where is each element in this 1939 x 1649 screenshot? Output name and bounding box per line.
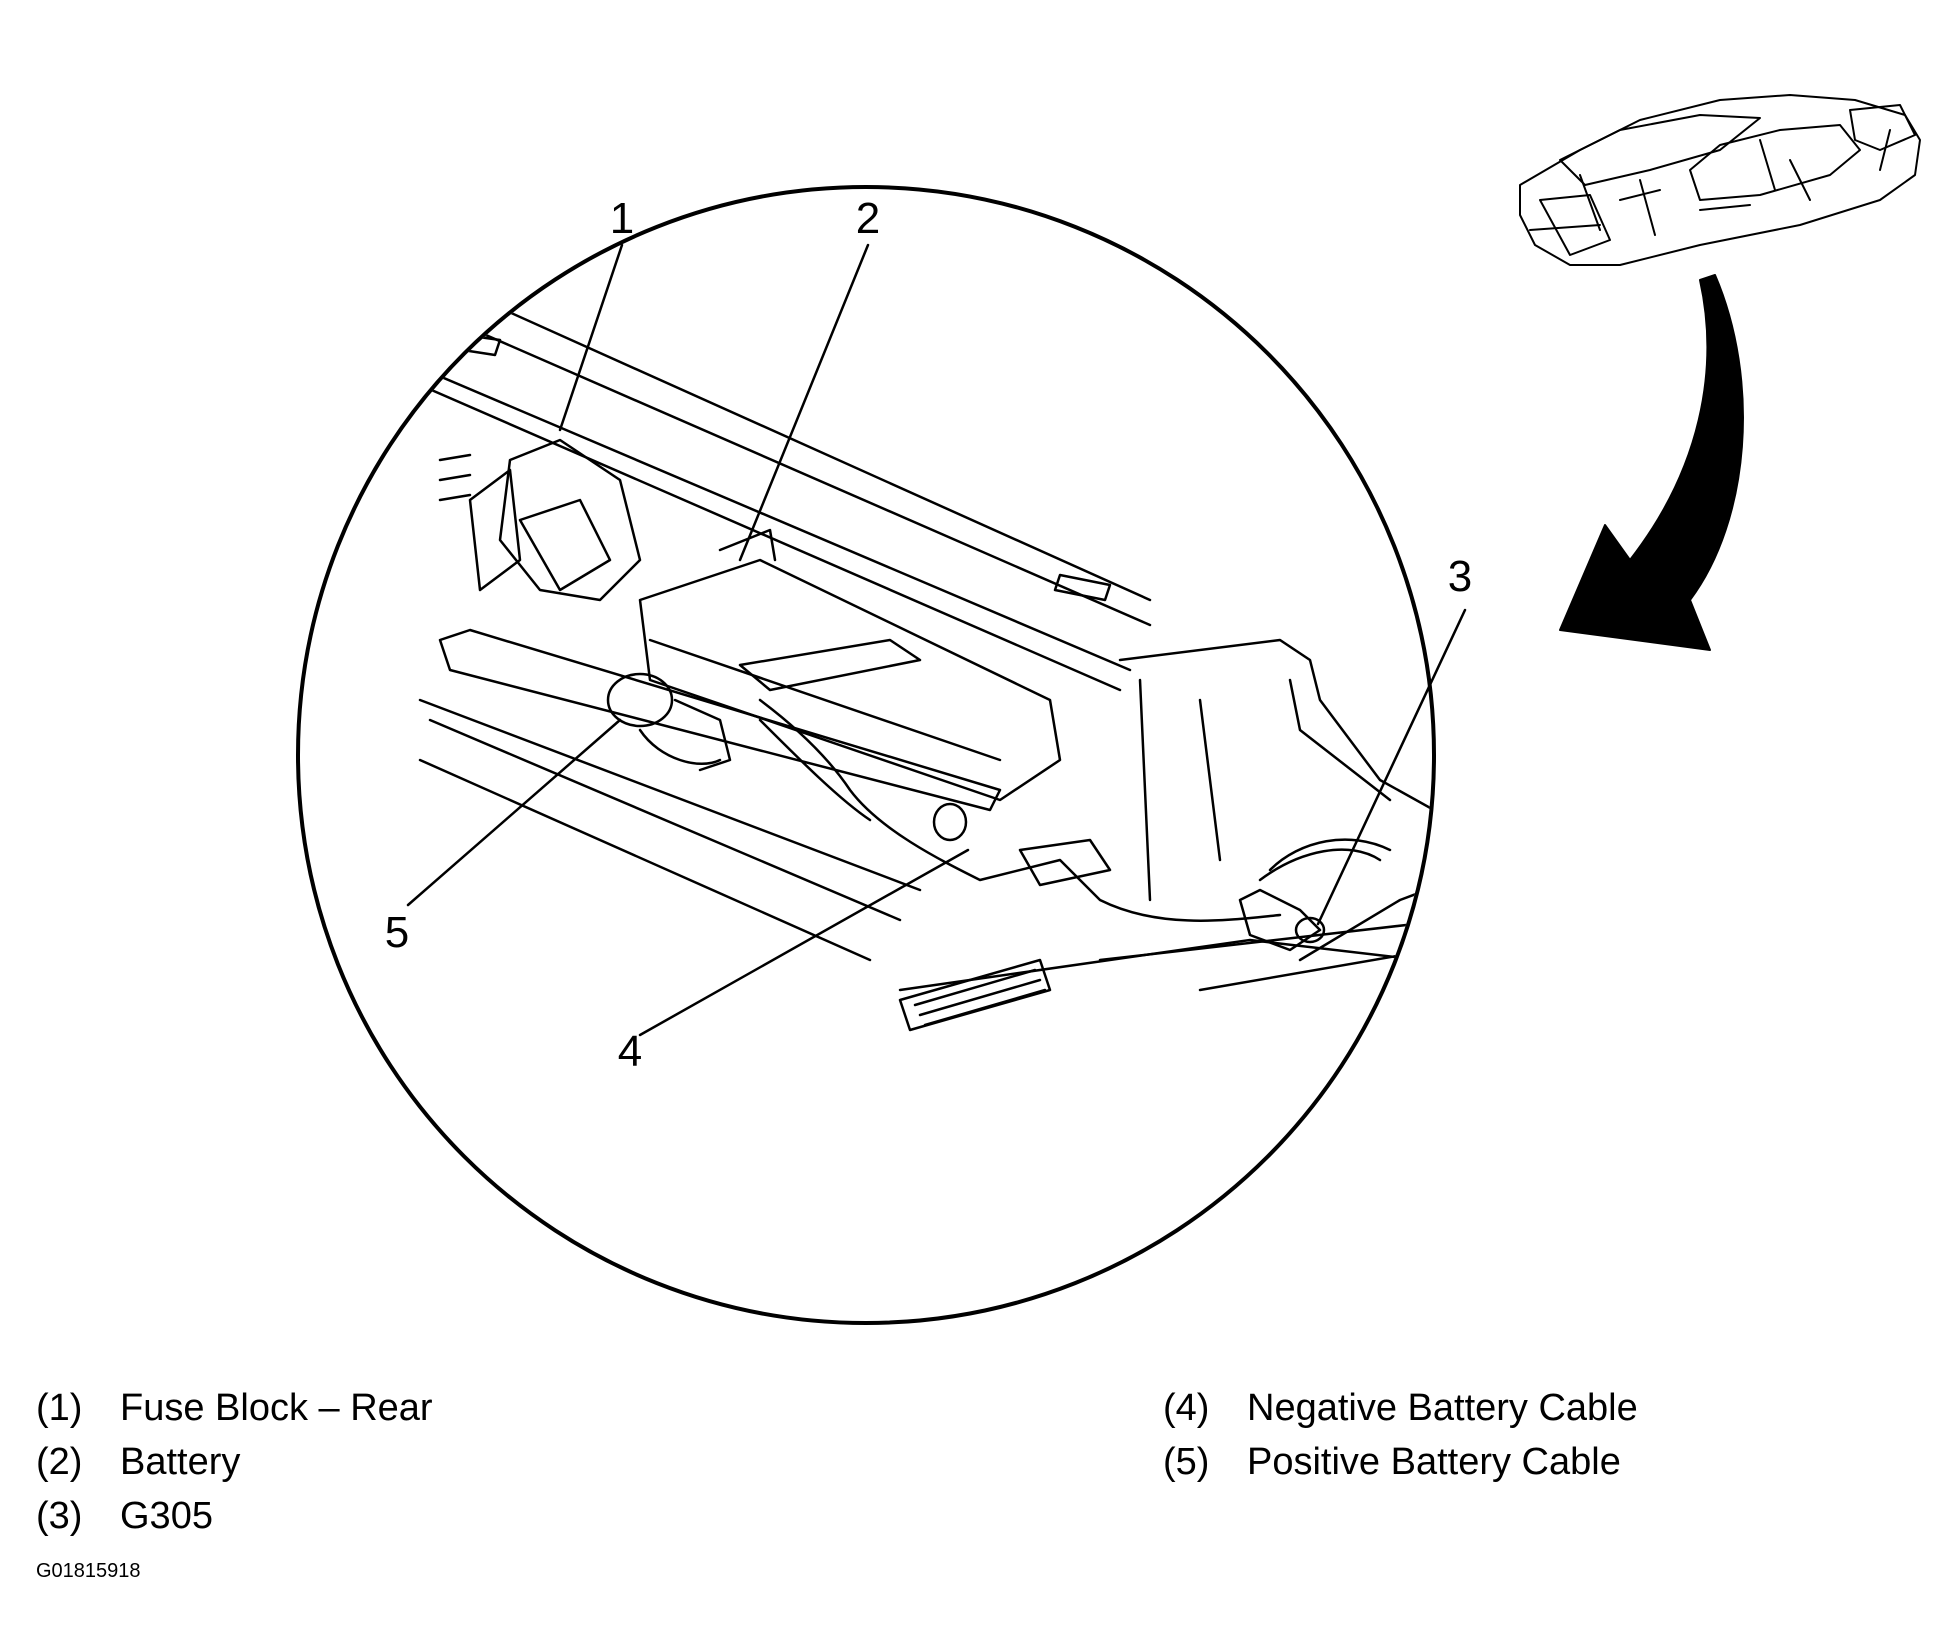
legend-item-3: (3) G305: [36, 1496, 213, 1536]
callout-3: 3: [1448, 552, 1472, 601]
detail-circle: [296, 185, 1436, 1325]
legend-num: (5): [1163, 1441, 1210, 1483]
legend-item-5: (5) Positive Battery Cable: [1163, 1442, 1621, 1482]
leader-lines: [406, 243, 1467, 1037]
legend-label: Fuse Block – Rear: [120, 1387, 433, 1429]
callout-1: 1: [610, 194, 634, 243]
legend-item-2: (2) Battery: [36, 1442, 240, 1482]
legend-label: G305: [120, 1495, 213, 1537]
pointer-arrow: [1559, 274, 1744, 651]
legend-label: Negative Battery Cable: [1247, 1387, 1638, 1429]
legend-label: Positive Battery Cable: [1247, 1441, 1621, 1483]
legend-num: (2): [36, 1441, 83, 1483]
vehicle-body-icon: [1519, 94, 1921, 266]
legend-num: (4): [1163, 1387, 1210, 1429]
legend-num: (1): [36, 1387, 83, 1429]
legend-num: (3): [36, 1495, 83, 1537]
leader-2: [738, 243, 870, 562]
legend-item-1: (1) Fuse Block – Rear: [36, 1388, 433, 1428]
legend-label: Battery: [120, 1441, 241, 1483]
leader-4: [638, 848, 970, 1037]
leader-3: [1316, 608, 1467, 926]
callout-5: 5: [385, 908, 409, 957]
figure-id: G01815918: [36, 1560, 141, 1582]
leader-5: [406, 718, 622, 907]
callout-2: 2: [856, 194, 880, 243]
callout-4: 4: [618, 1027, 642, 1076]
legend-item-4: (4) Negative Battery Cable: [1163, 1388, 1638, 1428]
leader-1: [558, 243, 624, 432]
